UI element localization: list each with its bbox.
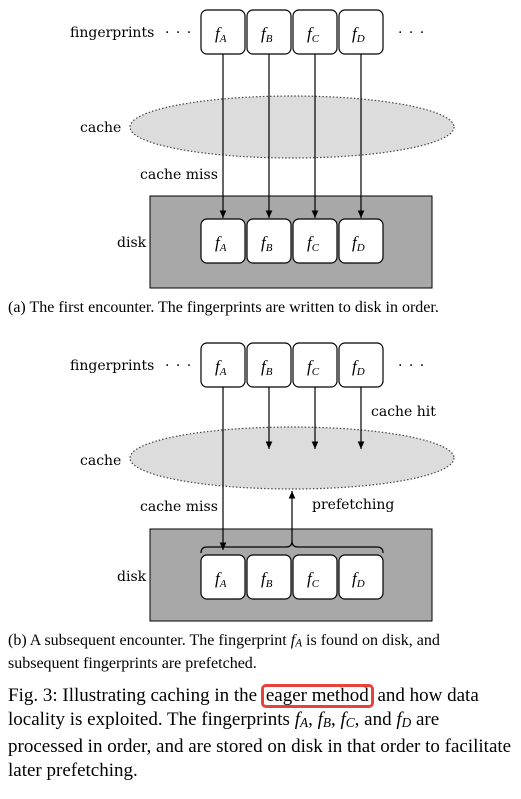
fingerprint-box-c bbox=[292, 9, 338, 55]
prefetching-label: prefetching bbox=[312, 497, 394, 513]
fingerprint-fc: fC bbox=[307, 357, 320, 378]
cache-hit-label: cache hit bbox=[371, 404, 436, 420]
disk-fingerprint-fb: fB bbox=[261, 569, 273, 590]
caption-b-text-1: (b) A subsequent encounter. The fingerpr… bbox=[8, 632, 291, 649]
caption-b-text-3: subsequent fingerprints are prefetched. bbox=[8, 654, 257, 672]
caption-fb-sub: B bbox=[322, 714, 332, 730]
fingerprints-label: fingerprints bbox=[70, 25, 154, 41]
disk-fingerprint-box-c bbox=[292, 218, 338, 264]
fingerprint-box-c bbox=[292, 342, 338, 388]
disk-fingerprint-fd: fD bbox=[352, 569, 365, 590]
fingerprint-box-a bbox=[200, 342, 246, 388]
disk-fingerprint-box-c bbox=[292, 554, 338, 600]
caption-b-text-2: is found on disk, and bbox=[302, 632, 440, 649]
fingerprint-fb: fB bbox=[261, 357, 273, 378]
caption-and: , and bbox=[354, 709, 397, 730]
fingerprint-fa: fA bbox=[215, 24, 227, 45]
caption-a: (a) The first encounter. The fingerprint… bbox=[8, 299, 439, 316]
write-arrows bbox=[219, 54, 365, 218]
fingerprint-fd: fD bbox=[352, 357, 365, 378]
disk-label: disk bbox=[117, 235, 147, 251]
disk-fingerprint-fb: fB bbox=[261, 233, 273, 254]
ellipsis-right-b: · · · bbox=[398, 358, 425, 374]
highlighted-term: eager method bbox=[260, 684, 374, 708]
caption-main-pre: Fig. 3: Illustrating caching in the bbox=[8, 685, 258, 706]
caching-diagram: fingerprints · · · · · · fA fB fC fD cac… bbox=[70, 9, 455, 622]
caption-fa: f bbox=[294, 709, 300, 730]
panel-b: fingerprints · · · · · · fA fB fC fD cac… bbox=[70, 342, 455, 622]
caption-b: (b) A subsequent encounter. The fingerpr… bbox=[8, 631, 516, 674]
fingerprint-fb: fB bbox=[261, 24, 273, 45]
cache-label-b: cache bbox=[80, 453, 121, 469]
cache-ellipse bbox=[129, 95, 455, 159]
fingerprint-row-disk-a: fA fB fC fD bbox=[200, 218, 384, 264]
disk-fingerprint-box-a bbox=[200, 218, 246, 264]
disk-fingerprint-fa: fA bbox=[215, 233, 227, 254]
cache-miss-label: cache miss bbox=[140, 167, 218, 183]
caption-fb: f bbox=[317, 709, 323, 730]
disk-fingerprint-fc: fC bbox=[307, 233, 320, 254]
ellipsis-right: · · · bbox=[398, 25, 425, 41]
fingerprint-row-disk-b: fA fB fC fD bbox=[200, 554, 384, 600]
fingerprint-box-a bbox=[200, 9, 246, 55]
fingerprint-box-d bbox=[338, 9, 384, 55]
fingerprint-box-b bbox=[246, 342, 292, 388]
ellipsis-left: · · · bbox=[165, 25, 192, 41]
caption-fc: f bbox=[340, 709, 346, 730]
disk-fingerprint-box-d bbox=[338, 218, 384, 264]
caption-fc-sub: C bbox=[345, 714, 355, 730]
disk-fingerprint-fa: fA bbox=[215, 569, 227, 590]
fingerprint-fa: fA bbox=[215, 357, 227, 378]
fingerprint-row-top-a: fA fB fC fD bbox=[200, 9, 384, 55]
fingerprint-fd: fD bbox=[352, 24, 365, 45]
disk-fingerprint-box-b bbox=[246, 218, 292, 264]
cache-ellipse-b bbox=[129, 426, 455, 490]
disk-fingerprint-box-a bbox=[200, 554, 246, 600]
caption-fa-sub: A bbox=[299, 714, 309, 730]
caption-main-post: and how data locality is exploited. The … bbox=[8, 685, 479, 730]
fingerprint-row-top-b: fA fB fC fD bbox=[200, 342, 384, 388]
caption-fd: f bbox=[396, 709, 402, 730]
disk-label-b: disk bbox=[117, 569, 147, 585]
cache-miss-label-b: cache miss bbox=[140, 499, 218, 515]
arrows-b bbox=[219, 387, 365, 550]
figure-caption: Fig. 3: Illustrating caching in the eage… bbox=[8, 684, 512, 781]
fingerprints-label-b: fingerprints bbox=[70, 358, 154, 374]
caption-main-end: are processed in order, and are stored o… bbox=[8, 709, 512, 781]
ellipsis-left-b: · · · bbox=[165, 358, 192, 374]
fingerprint-box-b bbox=[246, 9, 292, 55]
fingerprint-box-d bbox=[338, 342, 384, 388]
disk-fingerprint-box-d bbox=[338, 554, 384, 600]
fingerprint-fc: fC bbox=[307, 24, 320, 45]
disk-fingerprint-fc: fC bbox=[307, 569, 320, 590]
panel-a: fingerprints · · · · · · fA fB fC fD cac… bbox=[70, 9, 455, 289]
disk-fingerprint-box-b bbox=[246, 554, 292, 600]
cache-label: cache bbox=[80, 120, 121, 136]
caption-fd-sub: D bbox=[401, 714, 412, 730]
disk-fingerprint-fd: fD bbox=[352, 233, 365, 254]
caption-b-fa: f bbox=[290, 632, 296, 649]
caption-b-fa-sub: A bbox=[295, 637, 303, 650]
